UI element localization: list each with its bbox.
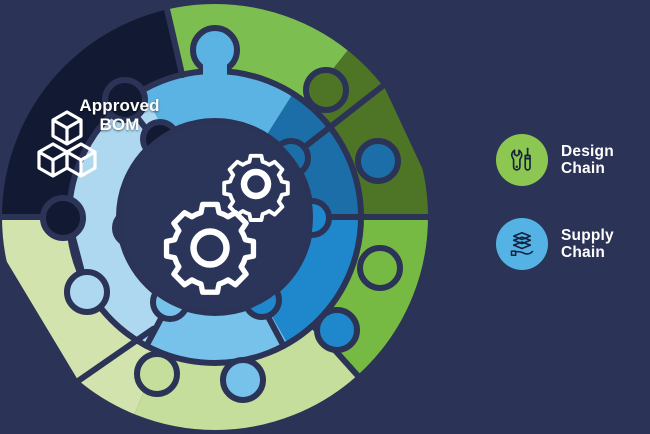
- legend-item-supply-chain[interactable]: Supply Chain: [496, 218, 650, 270]
- supply-chain-line2: Chain: [561, 244, 606, 261]
- supply-chain-line1: Supply: [561, 226, 614, 244]
- puzzle-knobs-outer: [40, 25, 403, 403]
- hub-circle: [117, 119, 313, 315]
- cubes-icon: [37, 110, 97, 178]
- mid-segment-lightblue-top[interactable]: [95, 10, 330, 217]
- hand-stack-icon: [510, 231, 534, 257]
- design-chain-line2: Chain: [561, 160, 606, 177]
- legend: Design Chain: [496, 134, 650, 302]
- legend-item-design-chain[interactable]: Design Chain: [496, 134, 650, 186]
- gears-icon: [163, 153, 290, 295]
- design-chain-badge: [496, 134, 548, 186]
- supply-chain-badge: [496, 218, 548, 270]
- supply-chain-label: Supply Chain: [561, 227, 614, 262]
- wrench-screwdriver-icon: [510, 147, 531, 171]
- design-chain-label: Design Chain: [561, 143, 614, 178]
- design-chain-line1: Design: [561, 142, 614, 160]
